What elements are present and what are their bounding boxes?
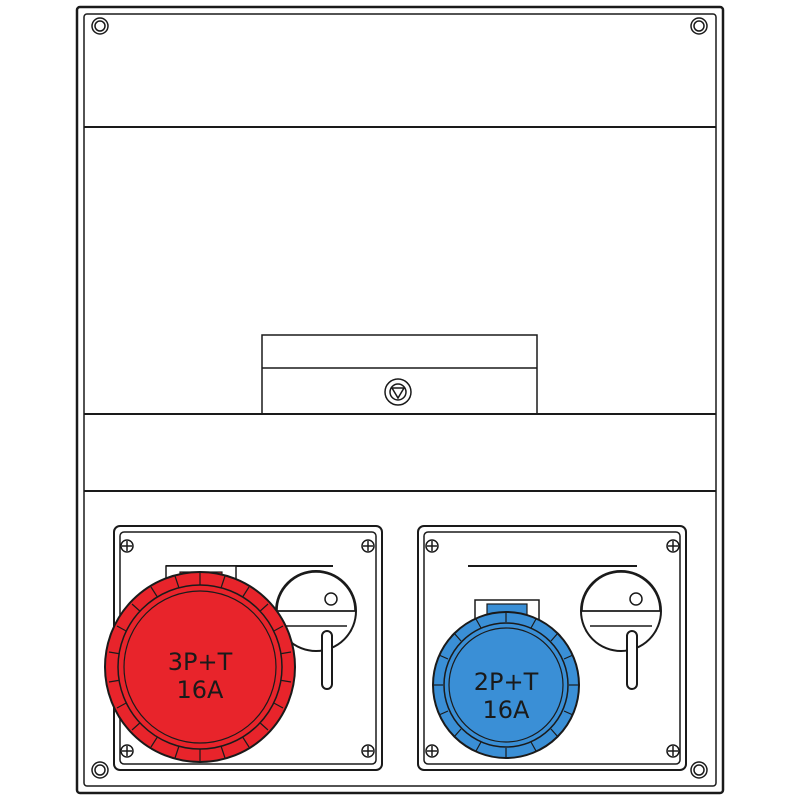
module-screw-icon [120,539,134,553]
enclosure-outer [75,5,725,795]
socket-3p-label-rating: 16A [177,676,225,704]
module-screw-icon [666,539,680,553]
corner-screw-top-left [91,17,109,35]
socket-module-right: 2P+T 16A [417,525,687,771]
door-lock-icon [384,378,412,406]
socket-module-left: 3P+T 16A [104,525,383,771]
corner-screw-bottom-right [690,761,708,779]
module-screw-icon [120,744,134,758]
socket-2p-label-poles: 2P+T [474,668,539,696]
socket-2p-label-rating: 16A [483,696,531,724]
socket-2p-blue[interactable]: 2P+T 16A [432,599,580,759]
rotary-switch-left[interactable] [275,570,357,690]
module-screw-icon [425,744,439,758]
module-screw-icon [361,744,375,758]
module-screw-icon [425,539,439,553]
enclosure-inner [83,13,717,787]
corner-screw-top-right [690,17,708,35]
module-screw-icon [666,744,680,758]
corner-screw-bottom-left [91,761,109,779]
socket-3p-red[interactable]: 3P+T 16A [104,565,296,763]
module-screw-icon [361,539,375,553]
breaker-window [261,334,538,415]
rotary-switch-right[interactable] [580,570,662,690]
socket-3p-label-poles: 3P+T [168,648,233,676]
